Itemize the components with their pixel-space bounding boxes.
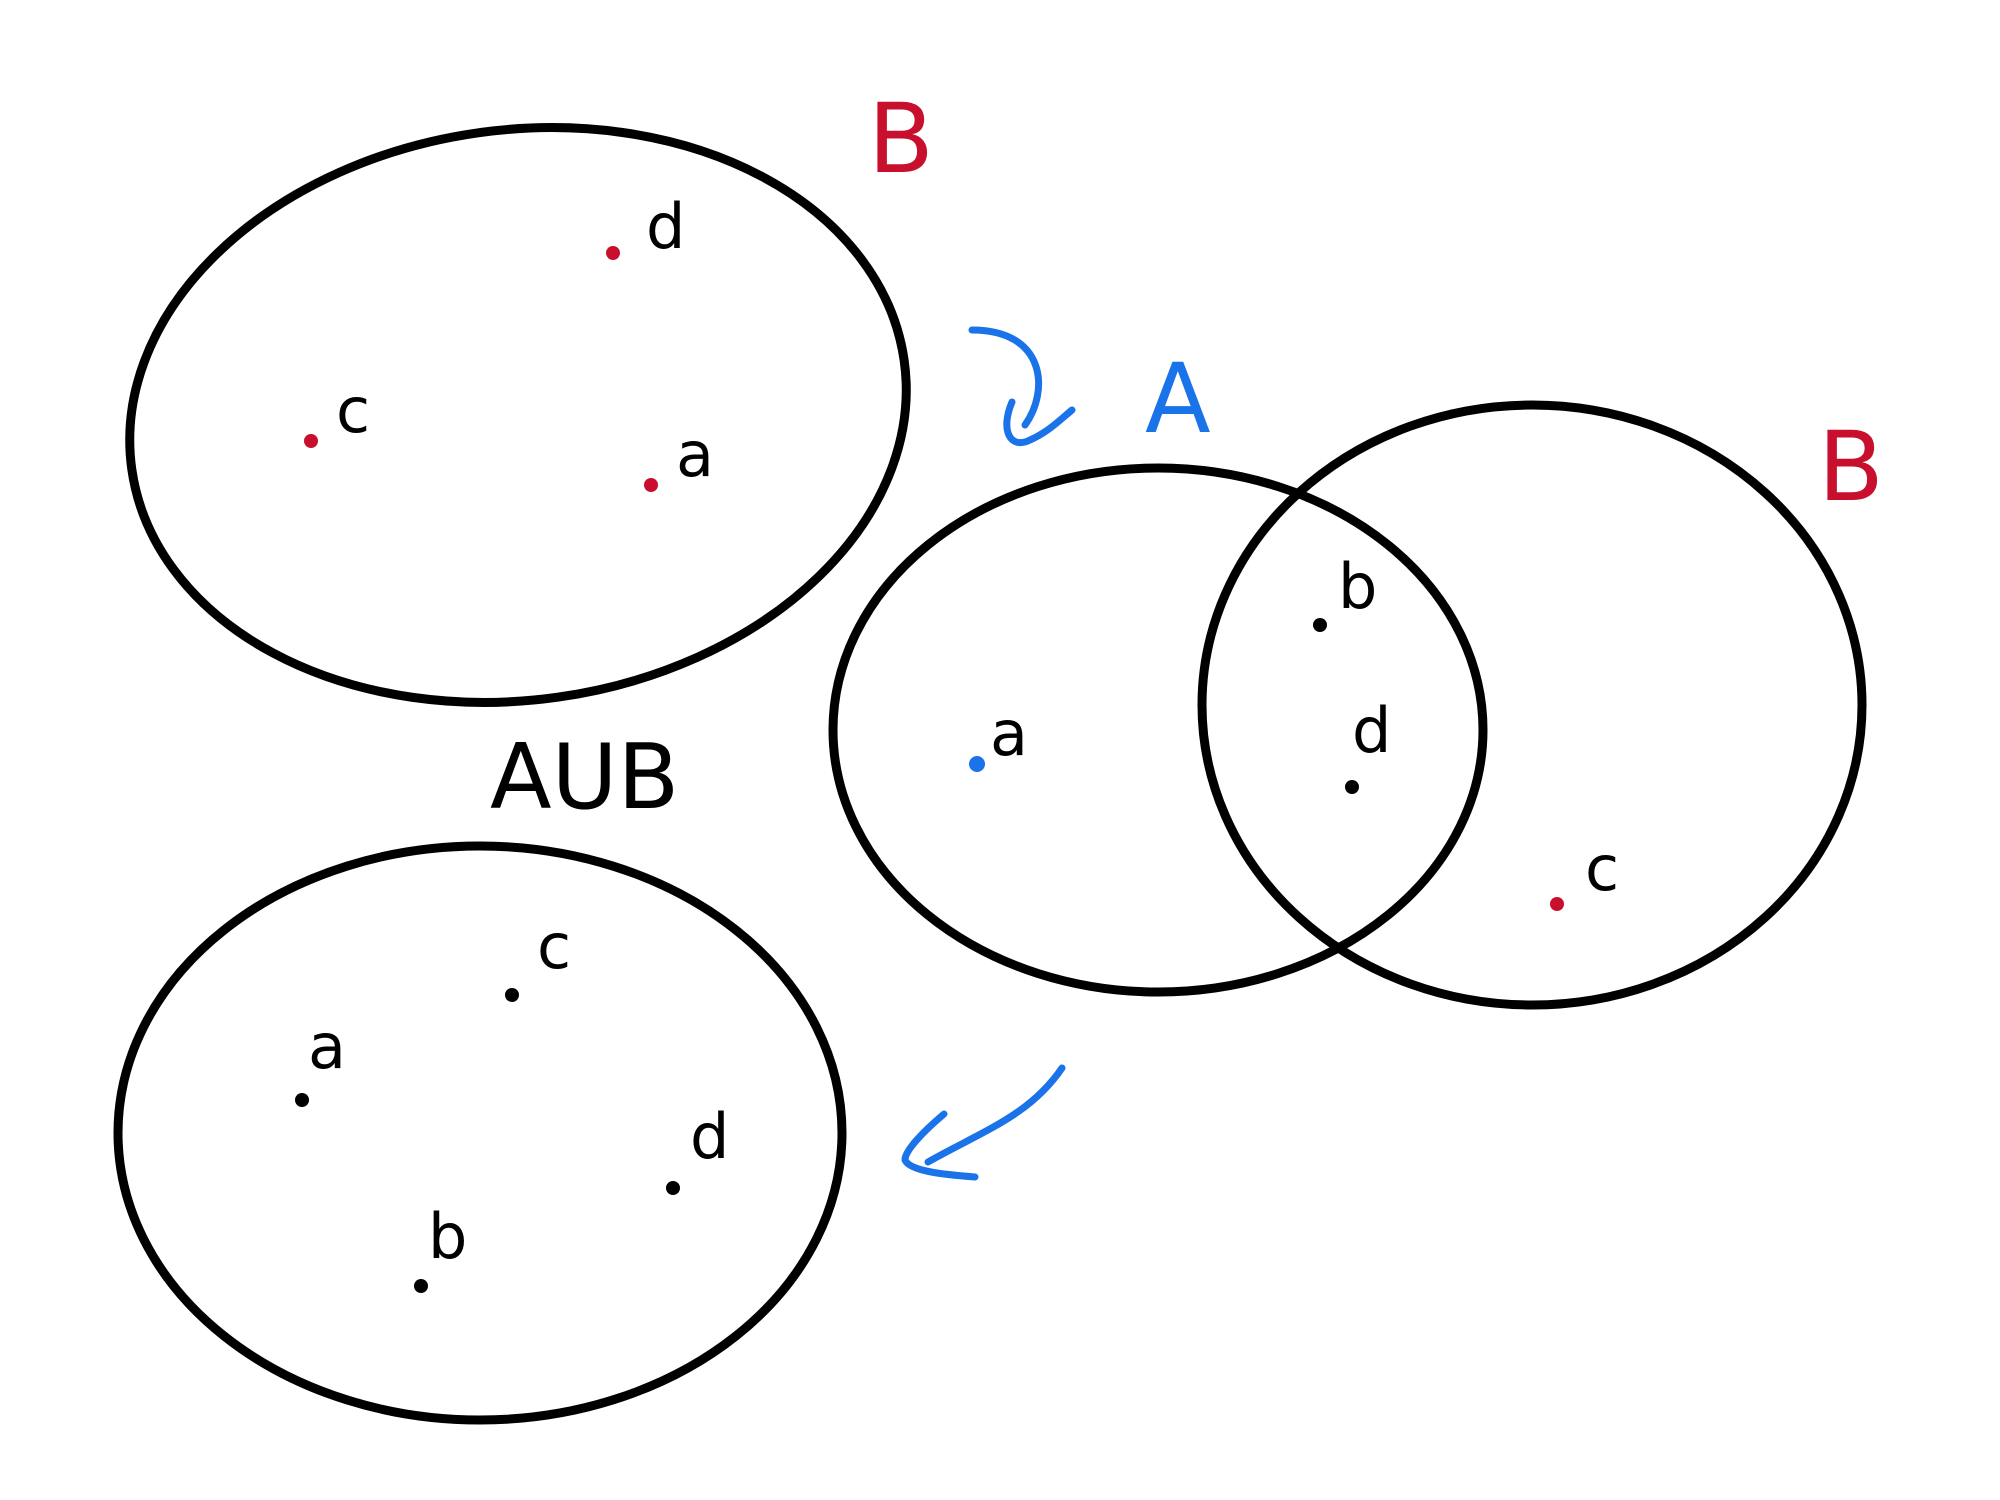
venn-set-a-ellipse	[828, 463, 1488, 997]
union-element-d: d	[666, 1100, 729, 1195]
element-label: b	[428, 1200, 467, 1273]
venn-intersection-element-d: d	[1345, 694, 1391, 794]
arrow-head	[1003, 398, 1076, 446]
element-label: d	[690, 1100, 729, 1173]
element-label: a	[308, 1010, 346, 1083]
element-dot	[1550, 897, 1564, 911]
union-label: AUB	[490, 725, 679, 830]
top-set-b-element-a: a	[644, 418, 714, 492]
arrow-shaft	[968, 326, 1043, 429]
element-label: d	[1352, 694, 1391, 767]
element-dot	[606, 246, 620, 260]
element-dot	[666, 1181, 680, 1195]
element-dot	[1345, 780, 1359, 794]
venn-b-only-element: c	[1550, 832, 1619, 911]
element-dot	[304, 434, 318, 448]
element-label: c	[336, 374, 370, 447]
union-element-a: a	[295, 1010, 346, 1107]
element-dot	[1313, 618, 1327, 632]
venn-diagram: A B a b d c	[828, 343, 1884, 1010]
venn-set-a-label: A	[1145, 343, 1211, 455]
union-element-b: b	[414, 1200, 467, 1293]
element-label: a	[990, 697, 1028, 770]
element-dot	[505, 988, 519, 1002]
element-label: c	[537, 910, 571, 983]
venn-set-b-label: B	[1818, 411, 1884, 523]
venn-a-only-element: a	[969, 697, 1028, 772]
element-dot	[295, 1093, 309, 1107]
union-ellipse	[113, 841, 847, 1425]
top-set-b-element-c: c	[304, 374, 370, 448]
element-label: b	[1338, 550, 1377, 623]
top-set-b: B d c a	[125, 83, 934, 707]
venn-set-b-ellipse	[1197, 400, 1867, 1010]
element-label: c	[1585, 832, 1619, 905]
element-label: d	[646, 190, 685, 263]
venn-intersection-element-b: b	[1313, 550, 1377, 632]
top-set-b-label: B	[868, 83, 934, 195]
element-dot	[644, 478, 658, 492]
arrow-head	[901, 1110, 979, 1181]
top-set-b-ellipse	[125, 123, 911, 707]
union-element-c: c	[505, 910, 571, 1002]
element-dot	[969, 756, 985, 772]
element-label: a	[676, 418, 714, 491]
arrow-top-to-venn	[968, 326, 1076, 446]
union-diagram: AUB c a d b	[113, 725, 847, 1425]
arrow-shaft	[924, 1064, 1066, 1166]
top-set-b-element-d: d	[606, 190, 685, 263]
element-dot	[414, 1279, 428, 1293]
arrow-venn-to-union	[901, 1064, 1066, 1181]
